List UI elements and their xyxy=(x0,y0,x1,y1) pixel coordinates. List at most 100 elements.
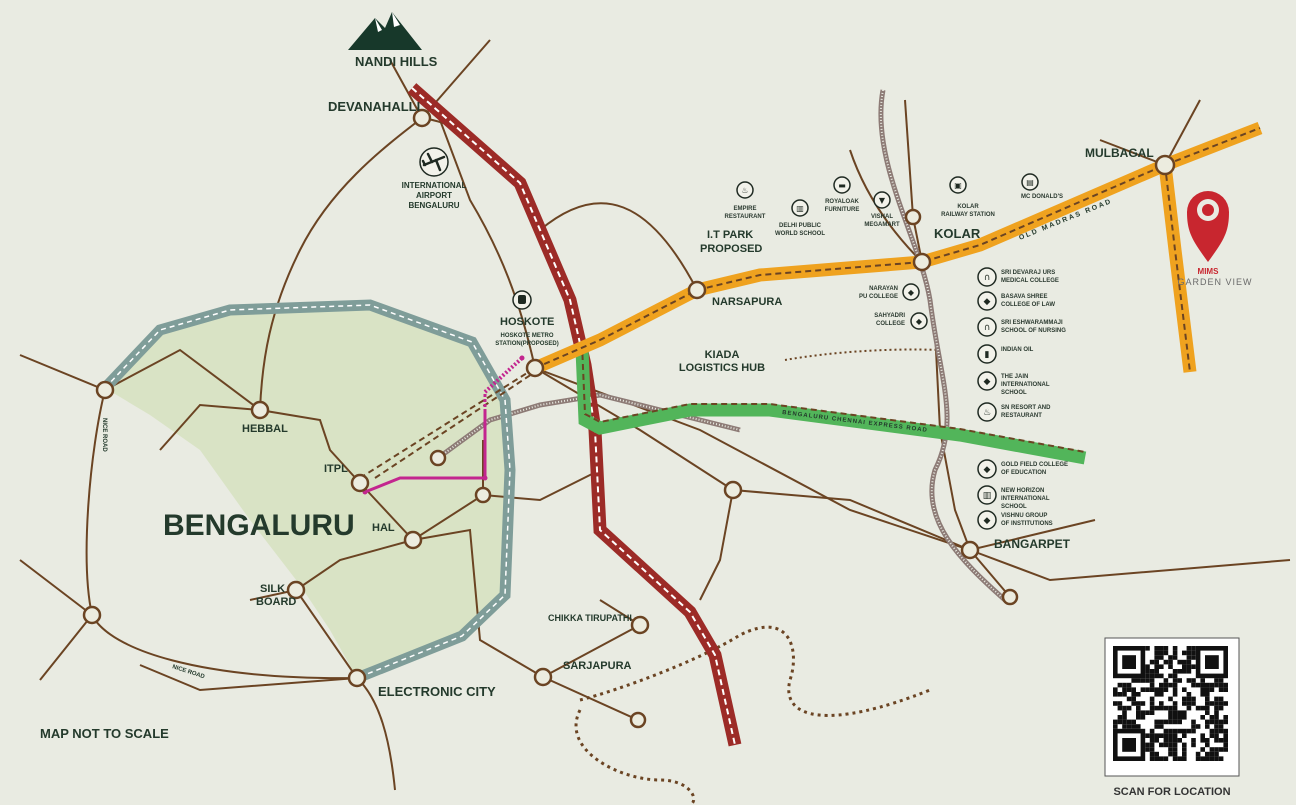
poi-item: ▮ INDIAN OIL xyxy=(977,344,1034,364)
label-mulbagal: MULBAGAL xyxy=(1085,146,1154,160)
local-roads xyxy=(19,39,1291,805)
graduation-cap-icon: ◆ xyxy=(977,371,997,391)
junction-nodes xyxy=(82,108,1176,729)
label-kolar: KOLAR xyxy=(934,226,981,241)
sofa-icon: ▬ xyxy=(833,176,851,194)
svg-text:◆: ◆ xyxy=(916,317,923,326)
svg-text:∩: ∩ xyxy=(984,323,991,333)
book-icon: ▥ xyxy=(791,199,809,217)
label-hal: HAL xyxy=(372,522,395,534)
graduation-cap-icon: ◆ xyxy=(910,312,928,330)
book-icon: ▥ xyxy=(977,485,997,505)
graduation-cap-icon: ◆ xyxy=(977,459,997,479)
project-name: MIMS xyxy=(1198,267,1220,276)
stethoscope-icon: ∩ xyxy=(977,267,997,287)
proposed-link-roads xyxy=(359,367,536,479)
label-bengaluru: BENGALURU xyxy=(163,509,355,542)
label-nandi-hills: NANDI HILLS xyxy=(355,54,438,69)
project-sub: GARDEN VIEW xyxy=(1177,277,1252,287)
graduation-cap-icon: ◆ xyxy=(977,291,997,311)
svg-text:▥: ▥ xyxy=(983,491,992,501)
map-not-to-scale-note: MAP NOT TO SCALE xyxy=(40,726,169,741)
svg-text:∩: ∩ xyxy=(984,273,991,283)
poi-label: INDIAN OIL xyxy=(1001,347,1034,353)
svg-text:◆: ◆ xyxy=(908,288,915,297)
svg-text:▼: ▼ xyxy=(879,196,886,205)
restaurant-icon: ♨ xyxy=(977,402,997,422)
fastfood-icon: ▤ xyxy=(1021,173,1039,191)
svg-text:▣: ▣ xyxy=(954,181,962,190)
poi-label: MC DONALD'S xyxy=(1021,194,1063,200)
qr-code[interactable]: SCAN FOR LOCATION xyxy=(1104,637,1240,798)
train-icon: ▣ xyxy=(949,176,967,194)
metro-station-icon xyxy=(512,290,532,310)
svg-text:▥: ▥ xyxy=(796,204,804,213)
label-electronic-city: ELECTRONIC CITY xyxy=(378,684,496,699)
svg-text:♨: ♨ xyxy=(983,408,991,418)
restaurant-icon: ♨ xyxy=(736,181,754,199)
label-hoskote: HOSKOTE xyxy=(500,316,554,328)
project-location-marker[interactable]: MIMS GARDEN VIEW xyxy=(1177,191,1252,287)
qr-caption: SCAN FOR LOCATION xyxy=(1113,786,1230,798)
metro-line xyxy=(362,355,525,495)
bengaluru-city-area xyxy=(105,305,510,678)
graduation-cap-icon: ◆ xyxy=(902,283,920,301)
poi-item: ▤ MC DONALD'S xyxy=(1021,173,1063,200)
chennai-expressway xyxy=(575,343,1087,465)
label-nice-road-left: NICE ROAD xyxy=(101,418,107,452)
svg-text:▤: ▤ xyxy=(1026,178,1034,187)
svg-text:◆: ◆ xyxy=(984,377,991,387)
label-chikka-tirupathi: CHIKKA TIRUPATHI xyxy=(548,613,632,623)
label-devanahalli: DEVANAHALLI xyxy=(328,99,420,114)
svg-text:◆: ◆ xyxy=(984,516,991,526)
svg-text:▬: ▬ xyxy=(838,181,846,190)
airplane-icon xyxy=(419,147,449,177)
label-itpl: ITPL xyxy=(324,463,348,475)
label-bangarpet: BANGARPET xyxy=(994,537,1071,551)
svg-text:▮: ▮ xyxy=(985,350,990,360)
mountain-icon xyxy=(348,12,422,50)
label-hebbal: HEBBAL xyxy=(242,423,288,435)
svg-text:◆: ◆ xyxy=(984,297,991,307)
label-sarjapura: SARJAPURA xyxy=(563,660,632,672)
stethoscope-icon: ∩ xyxy=(977,317,997,337)
label-narsapura: NARSAPURA xyxy=(712,296,782,308)
cart-icon: ▼ xyxy=(873,191,891,209)
svg-text:♨: ♨ xyxy=(741,186,748,195)
fuel-icon: ▮ xyxy=(977,344,997,364)
